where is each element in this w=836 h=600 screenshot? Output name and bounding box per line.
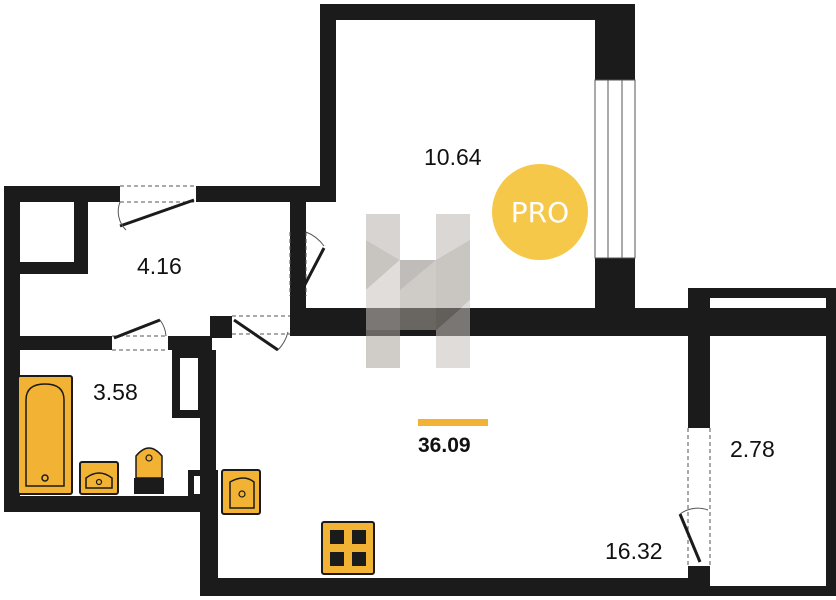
kitchen-sink-icon [221, 469, 261, 515]
door-kitchen [232, 315, 290, 352]
room-area-balcony: 2.78 [730, 436, 775, 462]
door-room [289, 231, 326, 296]
bathtub-icon [17, 375, 73, 495]
room-area-bathroom: 3.58 [93, 379, 138, 405]
door-balcony [678, 428, 711, 566]
total-area-bar [418, 419, 488, 426]
watermark-logo [366, 214, 470, 368]
room-area-kitchen-living: 16.32 [605, 538, 663, 564]
pro-badge: PRO [492, 164, 588, 260]
door-bathroom [112, 318, 168, 351]
sink-icon [79, 461, 119, 495]
pro-badge-text: PRO [511, 196, 569, 229]
window [594, 79, 636, 259]
room-area-living-room: 10.64 [424, 144, 482, 170]
total-area-label: 36.09 [418, 434, 471, 457]
stove-icon [321, 521, 375, 575]
toilet-icon [134, 447, 164, 494]
room-area-hallway: 4.16 [137, 253, 182, 279]
door-entrance [117, 185, 196, 231]
